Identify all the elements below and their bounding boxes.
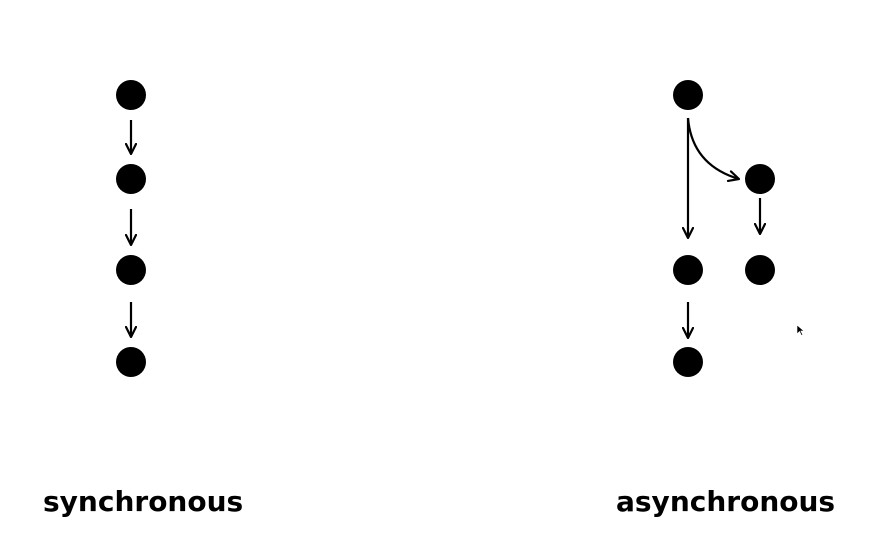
async-node-branch-1	[745, 164, 775, 194]
sync-node-1	[116, 80, 146, 110]
async-node-main-3	[673, 347, 703, 377]
synchronous-flow	[116, 80, 146, 377]
mouse-pointer-icon	[796, 324, 805, 336]
asynchronous-caption: asynchronous	[616, 485, 836, 518]
sync-node-4	[116, 347, 146, 377]
sync-node-2	[116, 164, 146, 194]
async-node-main-2	[673, 255, 703, 285]
async-node-start	[673, 80, 703, 110]
async-node-branch-2	[745, 255, 775, 285]
async-arrow-branch	[686, 117, 739, 179]
sync-node-3	[116, 255, 146, 285]
synchronous-caption: synchronous	[43, 485, 244, 518]
asynchronous-flow	[673, 80, 775, 377]
